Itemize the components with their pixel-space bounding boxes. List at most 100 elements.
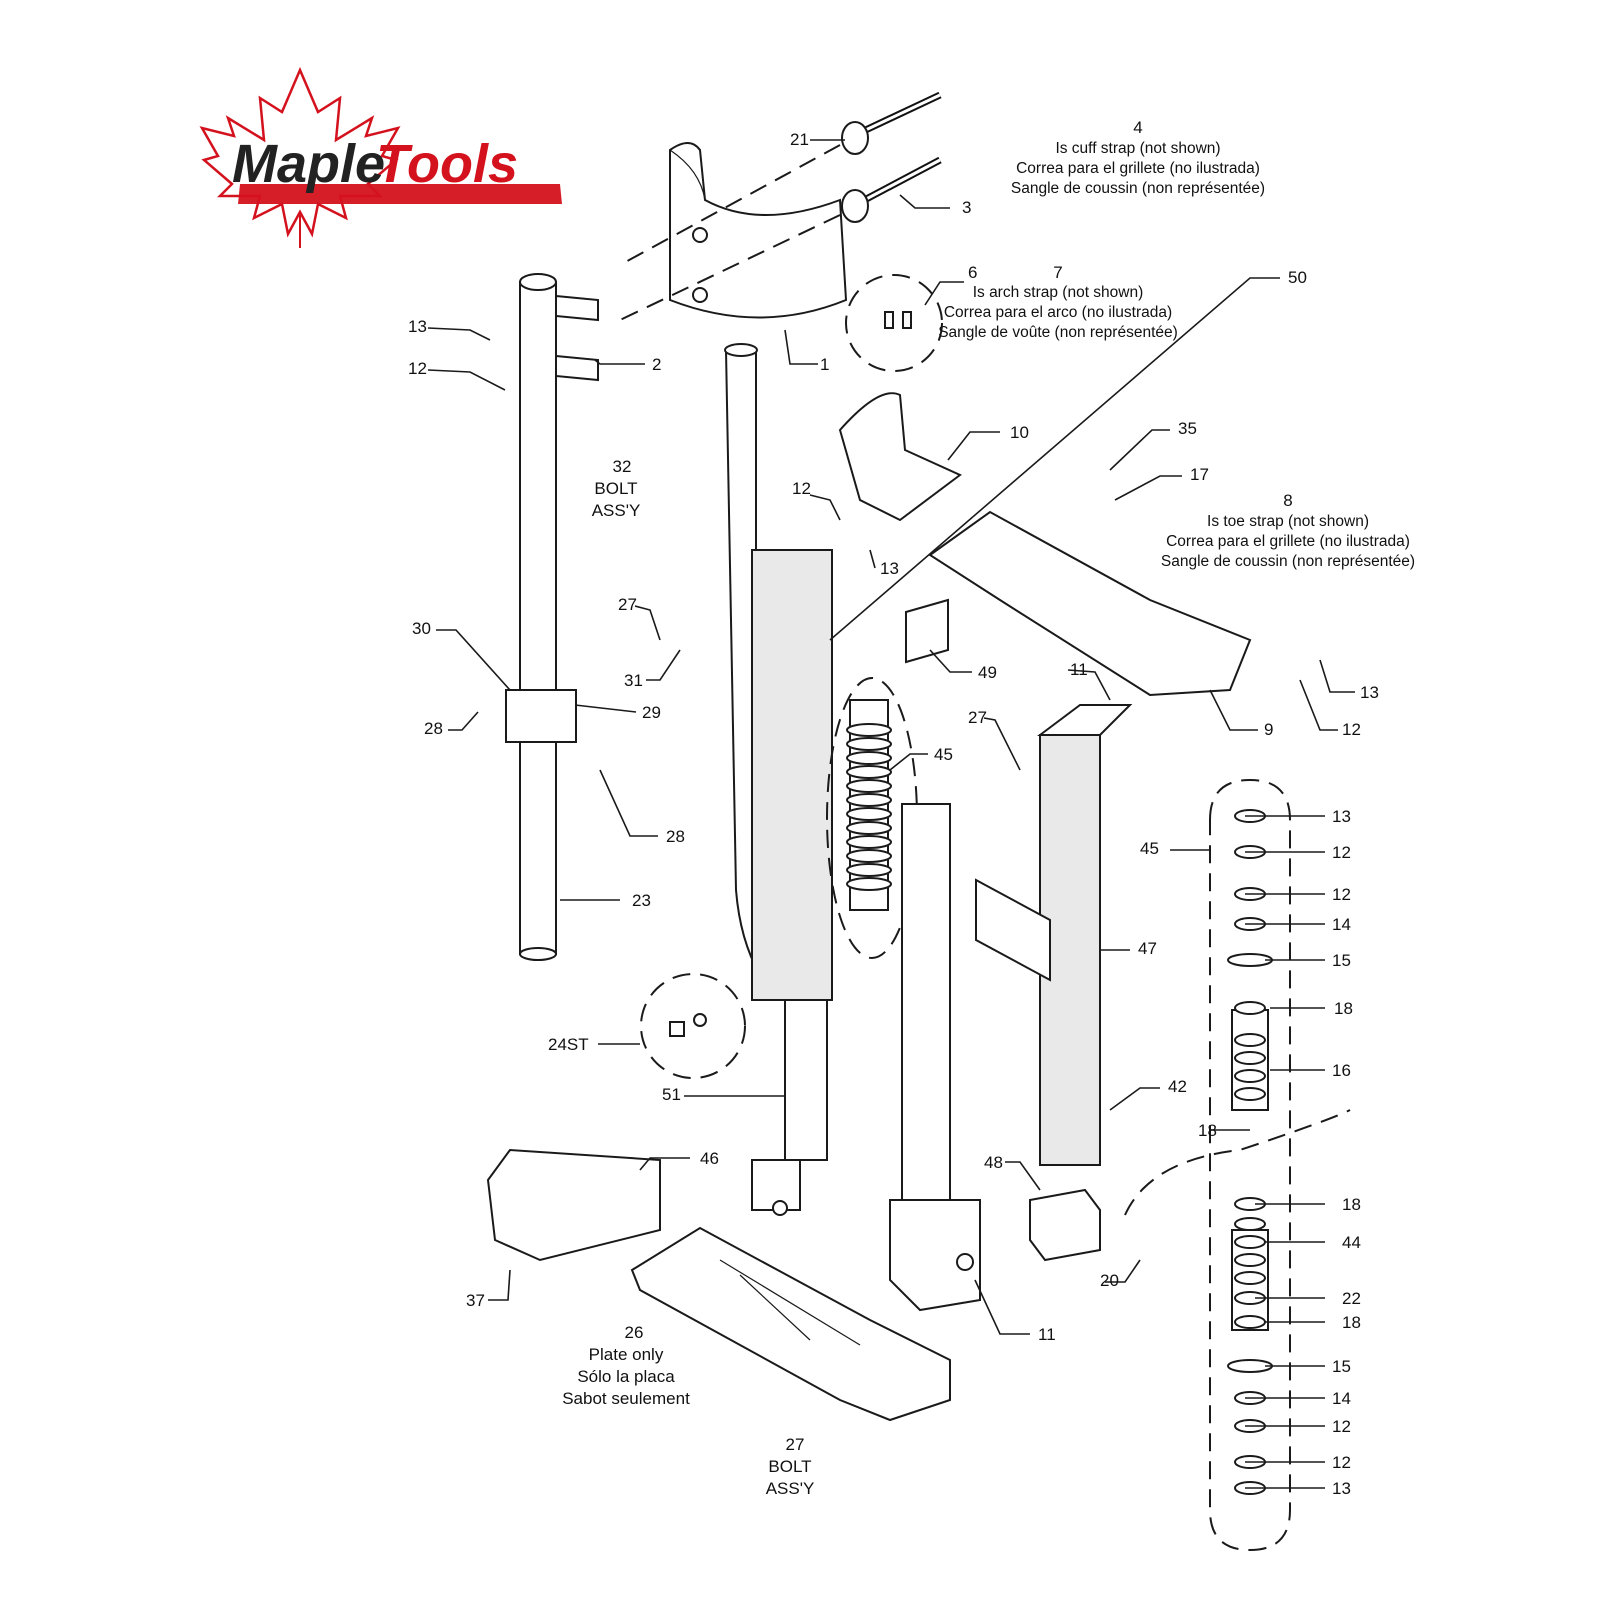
upper-tube-part-23 <box>505 273 599 961</box>
callout-11b: 11 <box>1038 1325 1056 1344</box>
callout-2: 2 <box>652 355 661 374</box>
callout-9: 9 <box>1264 720 1273 739</box>
callout-30: 30 <box>412 619 431 638</box>
stack-component <box>1234 1217 1266 1231</box>
bolt-27-line1: BOLT <box>768 1457 811 1476</box>
callout-3: 3 <box>962 198 971 217</box>
spring-coil <box>846 807 892 821</box>
spring-coil <box>846 737 892 751</box>
note-toe-strap: 8 Is toe strap (not shown) Correa para e… <box>1161 491 1415 570</box>
callout-42: 42 <box>1168 1077 1187 1096</box>
callout-35: 35 <box>1178 419 1197 438</box>
note-cuff-strap: 4 Is cuff strap (not shown) Correa para … <box>1011 118 1265 197</box>
leader-30 <box>436 629 511 691</box>
leader-3 <box>899 194 950 209</box>
callout-13d: 13 <box>1332 807 1351 826</box>
callout-14a: 14 <box>1332 915 1351 934</box>
spring-coil <box>846 821 892 835</box>
stack-component <box>1234 1001 1266 1015</box>
spring-coil <box>846 751 892 765</box>
callout-37: 37 <box>466 1291 485 1310</box>
leader-6 <box>924 281 964 306</box>
callout-20: 20 <box>1100 1271 1119 1290</box>
callout-29: 29 <box>642 703 661 722</box>
callout-45b: 45 <box>1140 839 1159 858</box>
foot-plate-part-9 <box>928 510 1252 697</box>
leader-11a <box>1067 669 1111 701</box>
spring-coil <box>846 877 892 891</box>
arch-part-10 <box>838 392 962 522</box>
spring-coil <box>846 723 892 737</box>
stack-component <box>1234 1315 1266 1329</box>
callout-51: 51 <box>662 1085 681 1104</box>
callout-18d: 18 <box>1342 1313 1361 1332</box>
leader-49 <box>929 649 972 673</box>
callout-23: 23 <box>632 891 651 910</box>
callout-24st: 24ST <box>548 1035 589 1054</box>
plate-26-es: Sólo la placa <box>577 1367 675 1386</box>
callout-13b: 13 <box>880 559 899 578</box>
leader-46 <box>639 1157 690 1171</box>
leg-part-47 <box>975 704 1133 1166</box>
callout-12d: 12 <box>1332 843 1351 862</box>
note-bolt-32: 32 BOLT ASS'Y <box>592 457 641 520</box>
callout-12f: 12 <box>1332 1417 1351 1436</box>
brand-name-maple: Maple <box>232 134 385 194</box>
bolt-27-number: 27 <box>786 1435 805 1454</box>
cuff-strap-es: Correa para el grillete (no ilustrada) <box>1016 160 1260 177</box>
spring-stack-45 <box>1124 778 1351 1552</box>
callout-labels: 1236910111112121212121212131313131314141… <box>408 130 1379 1498</box>
hardware-circle-24st <box>640 973 746 1079</box>
callout-12b: 12 <box>792 479 811 498</box>
spring-coil <box>846 765 892 779</box>
callout-44: 44 <box>1342 1233 1361 1252</box>
leader-12a <box>427 369 506 391</box>
callout-50: 50 <box>1288 268 1307 287</box>
stack-component <box>1234 1033 1266 1047</box>
hardware-circle-6 <box>845 274 943 372</box>
spring-coil <box>846 835 892 849</box>
leader-42 <box>1109 1087 1160 1111</box>
callout-13a: 13 <box>408 317 427 336</box>
pad-part-46 <box>486 1148 661 1262</box>
main-column-part-51 <box>724 343 833 1216</box>
callout-10: 10 <box>1010 423 1029 442</box>
spring-coil <box>846 863 892 877</box>
leader-45a <box>889 753 928 771</box>
stack-component <box>1234 1087 1266 1101</box>
callout-49: 49 <box>978 663 997 682</box>
stack-component <box>1234 1235 1266 1249</box>
callout-1: 1 <box>820 355 829 374</box>
mid-post <box>889 803 981 1312</box>
arch-strap-es: Correa para el arco (no ilustrada) <box>944 304 1172 321</box>
note-bolt-27: 27 BOLT ASS'Y <box>766 1435 815 1498</box>
leader-37 <box>488 1269 511 1301</box>
plate-26-en: Plate only <box>589 1345 664 1364</box>
callout-21: 21 <box>790 130 809 149</box>
leader-2 <box>594 359 645 365</box>
callout-18a: 18 <box>1334 999 1353 1018</box>
callout-31: 31 <box>624 671 643 690</box>
leader-9 <box>1209 689 1258 731</box>
note-plate-26: 26 Plate only Sólo la placa Sabot seulem… <box>562 1323 690 1408</box>
callout-47: 47 <box>1138 939 1157 958</box>
spring-coil <box>846 793 892 807</box>
bolt-32-line1: BOLT <box>594 479 637 498</box>
callout-46: 46 <box>700 1149 719 1168</box>
callout-12g: 12 <box>1332 1453 1351 1472</box>
callout-27a: 27 <box>618 595 637 614</box>
leader-27b <box>983 717 1021 771</box>
arch-strap-number: 7 <box>1053 263 1062 282</box>
leader-48 <box>1005 1161 1041 1191</box>
callout-15b: 15 <box>1332 1357 1351 1376</box>
bolt-27-line2: ASS'Y <box>766 1479 815 1498</box>
callout-6: 6 <box>968 263 977 282</box>
arch-strap-en: Is arch strap (not shown) <box>973 284 1144 301</box>
block-part-48 <box>1029 1188 1101 1262</box>
callout-28a: 28 <box>424 719 443 738</box>
leader-lines <box>427 139 1355 1489</box>
stack-component <box>1234 1069 1266 1083</box>
plate-26-number: 26 <box>625 1323 644 1342</box>
plate-26-fr: Sabot seulement <box>562 1389 690 1408</box>
